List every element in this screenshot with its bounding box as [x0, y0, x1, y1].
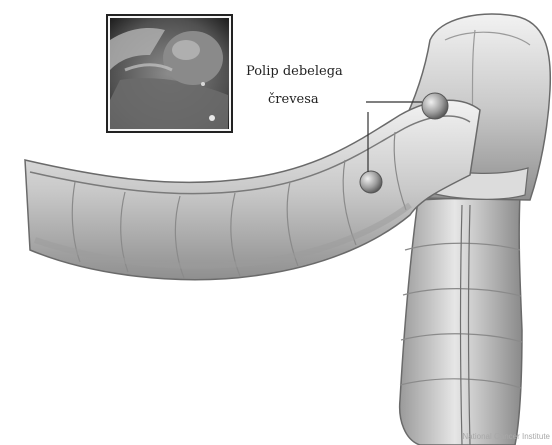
polyp-caption-line2: črevesa — [268, 92, 319, 107]
endoscopy-photo — [107, 15, 232, 132]
descending-colon — [400, 195, 522, 445]
polyp-large — [422, 93, 448, 119]
polyp-caption-line1: Polip debelega — [246, 64, 343, 79]
credit-text: National Cancer Institute — [462, 432, 550, 441]
polyp-small — [360, 171, 382, 193]
